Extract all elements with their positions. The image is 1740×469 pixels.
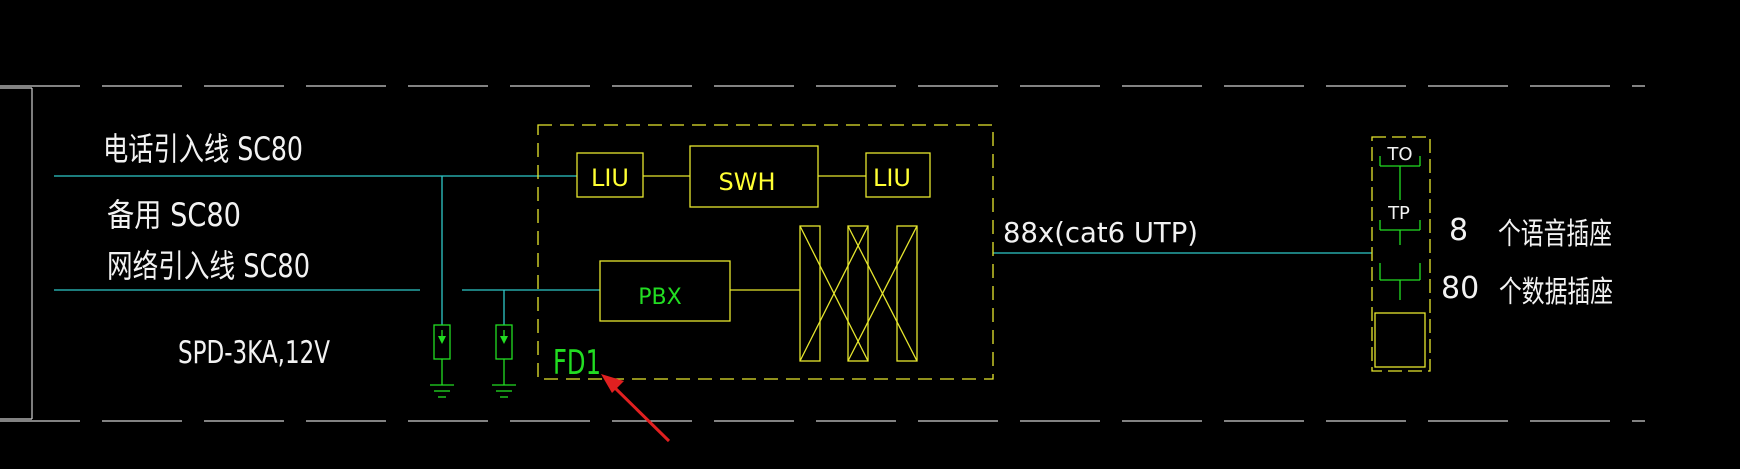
patch-cross-4 bbox=[847, 225, 918, 362]
patch-panel-3 bbox=[896, 225, 918, 362]
spare-line-label: 备用 SC80 bbox=[107, 196, 241, 234]
liu-left-label: LIU bbox=[591, 164, 629, 192]
outlet-to-label: TO bbox=[1386, 144, 1412, 165]
data-outlet-count: 80 bbox=[1441, 271, 1479, 306]
voice-outlet-count: 8 bbox=[1449, 213, 1468, 248]
outlet-tp-label: TP bbox=[1387, 203, 1410, 224]
frame bbox=[0, 85, 1645, 422]
voice-outlet-label: 个语音插座 bbox=[1498, 217, 1612, 252]
pbx-box: PBX bbox=[599, 260, 731, 322]
patch-cross-2 bbox=[799, 225, 869, 362]
pbx-label: PBX bbox=[638, 285, 681, 310]
pointer-arrow bbox=[601, 374, 671, 443]
switch-label: SWH bbox=[718, 168, 775, 196]
patch-panel-1 bbox=[799, 225, 821, 362]
surge-protector-2 bbox=[492, 324, 516, 398]
switch-frame bbox=[689, 145, 819, 208]
pbx-frame bbox=[599, 260, 731, 322]
outlet-enclosure bbox=[1371, 136, 1431, 372]
pointer-arrow-shaft bbox=[610, 383, 671, 443]
liu-left-box: LIU bbox=[576, 152, 644, 198]
data-outlet-label: 个数据插座 bbox=[1499, 275, 1613, 310]
spd2-arrow-icon bbox=[500, 336, 508, 344]
liu-left-frame bbox=[576, 152, 644, 198]
patch-panels bbox=[799, 225, 918, 362]
fd1-label: FD1 bbox=[553, 343, 601, 383]
surge-protector-1 bbox=[430, 324, 454, 398]
incoming-cables bbox=[54, 175, 1372, 325]
network-line-label: 网络引入线 SC80 bbox=[107, 247, 310, 285]
fd1-enclosure bbox=[537, 124, 994, 380]
switch-box: SWH bbox=[689, 145, 819, 208]
pointer-arrow-head-icon bbox=[601, 374, 624, 393]
spd1-arrow-icon bbox=[438, 336, 446, 344]
phone-line-label: 电话引入线 SC80 bbox=[103, 130, 303, 168]
liu-right-frame bbox=[865, 152, 931, 198]
fd1-cabinet: LIU SWH LIU PBX FD1 bbox=[537, 124, 994, 383]
liu-right-box: LIU bbox=[865, 152, 931, 198]
horizontal-cable-label: 88x(cat6 UTP) bbox=[1003, 216, 1198, 249]
liu-right-label: LIU bbox=[873, 164, 911, 192]
patch-panel-2 bbox=[847, 225, 869, 362]
outlet-base-box bbox=[1374, 312, 1426, 368]
spd-label: SPD-3KA,12V bbox=[178, 335, 330, 371]
outlet-assembly: TO TP bbox=[1371, 136, 1431, 372]
